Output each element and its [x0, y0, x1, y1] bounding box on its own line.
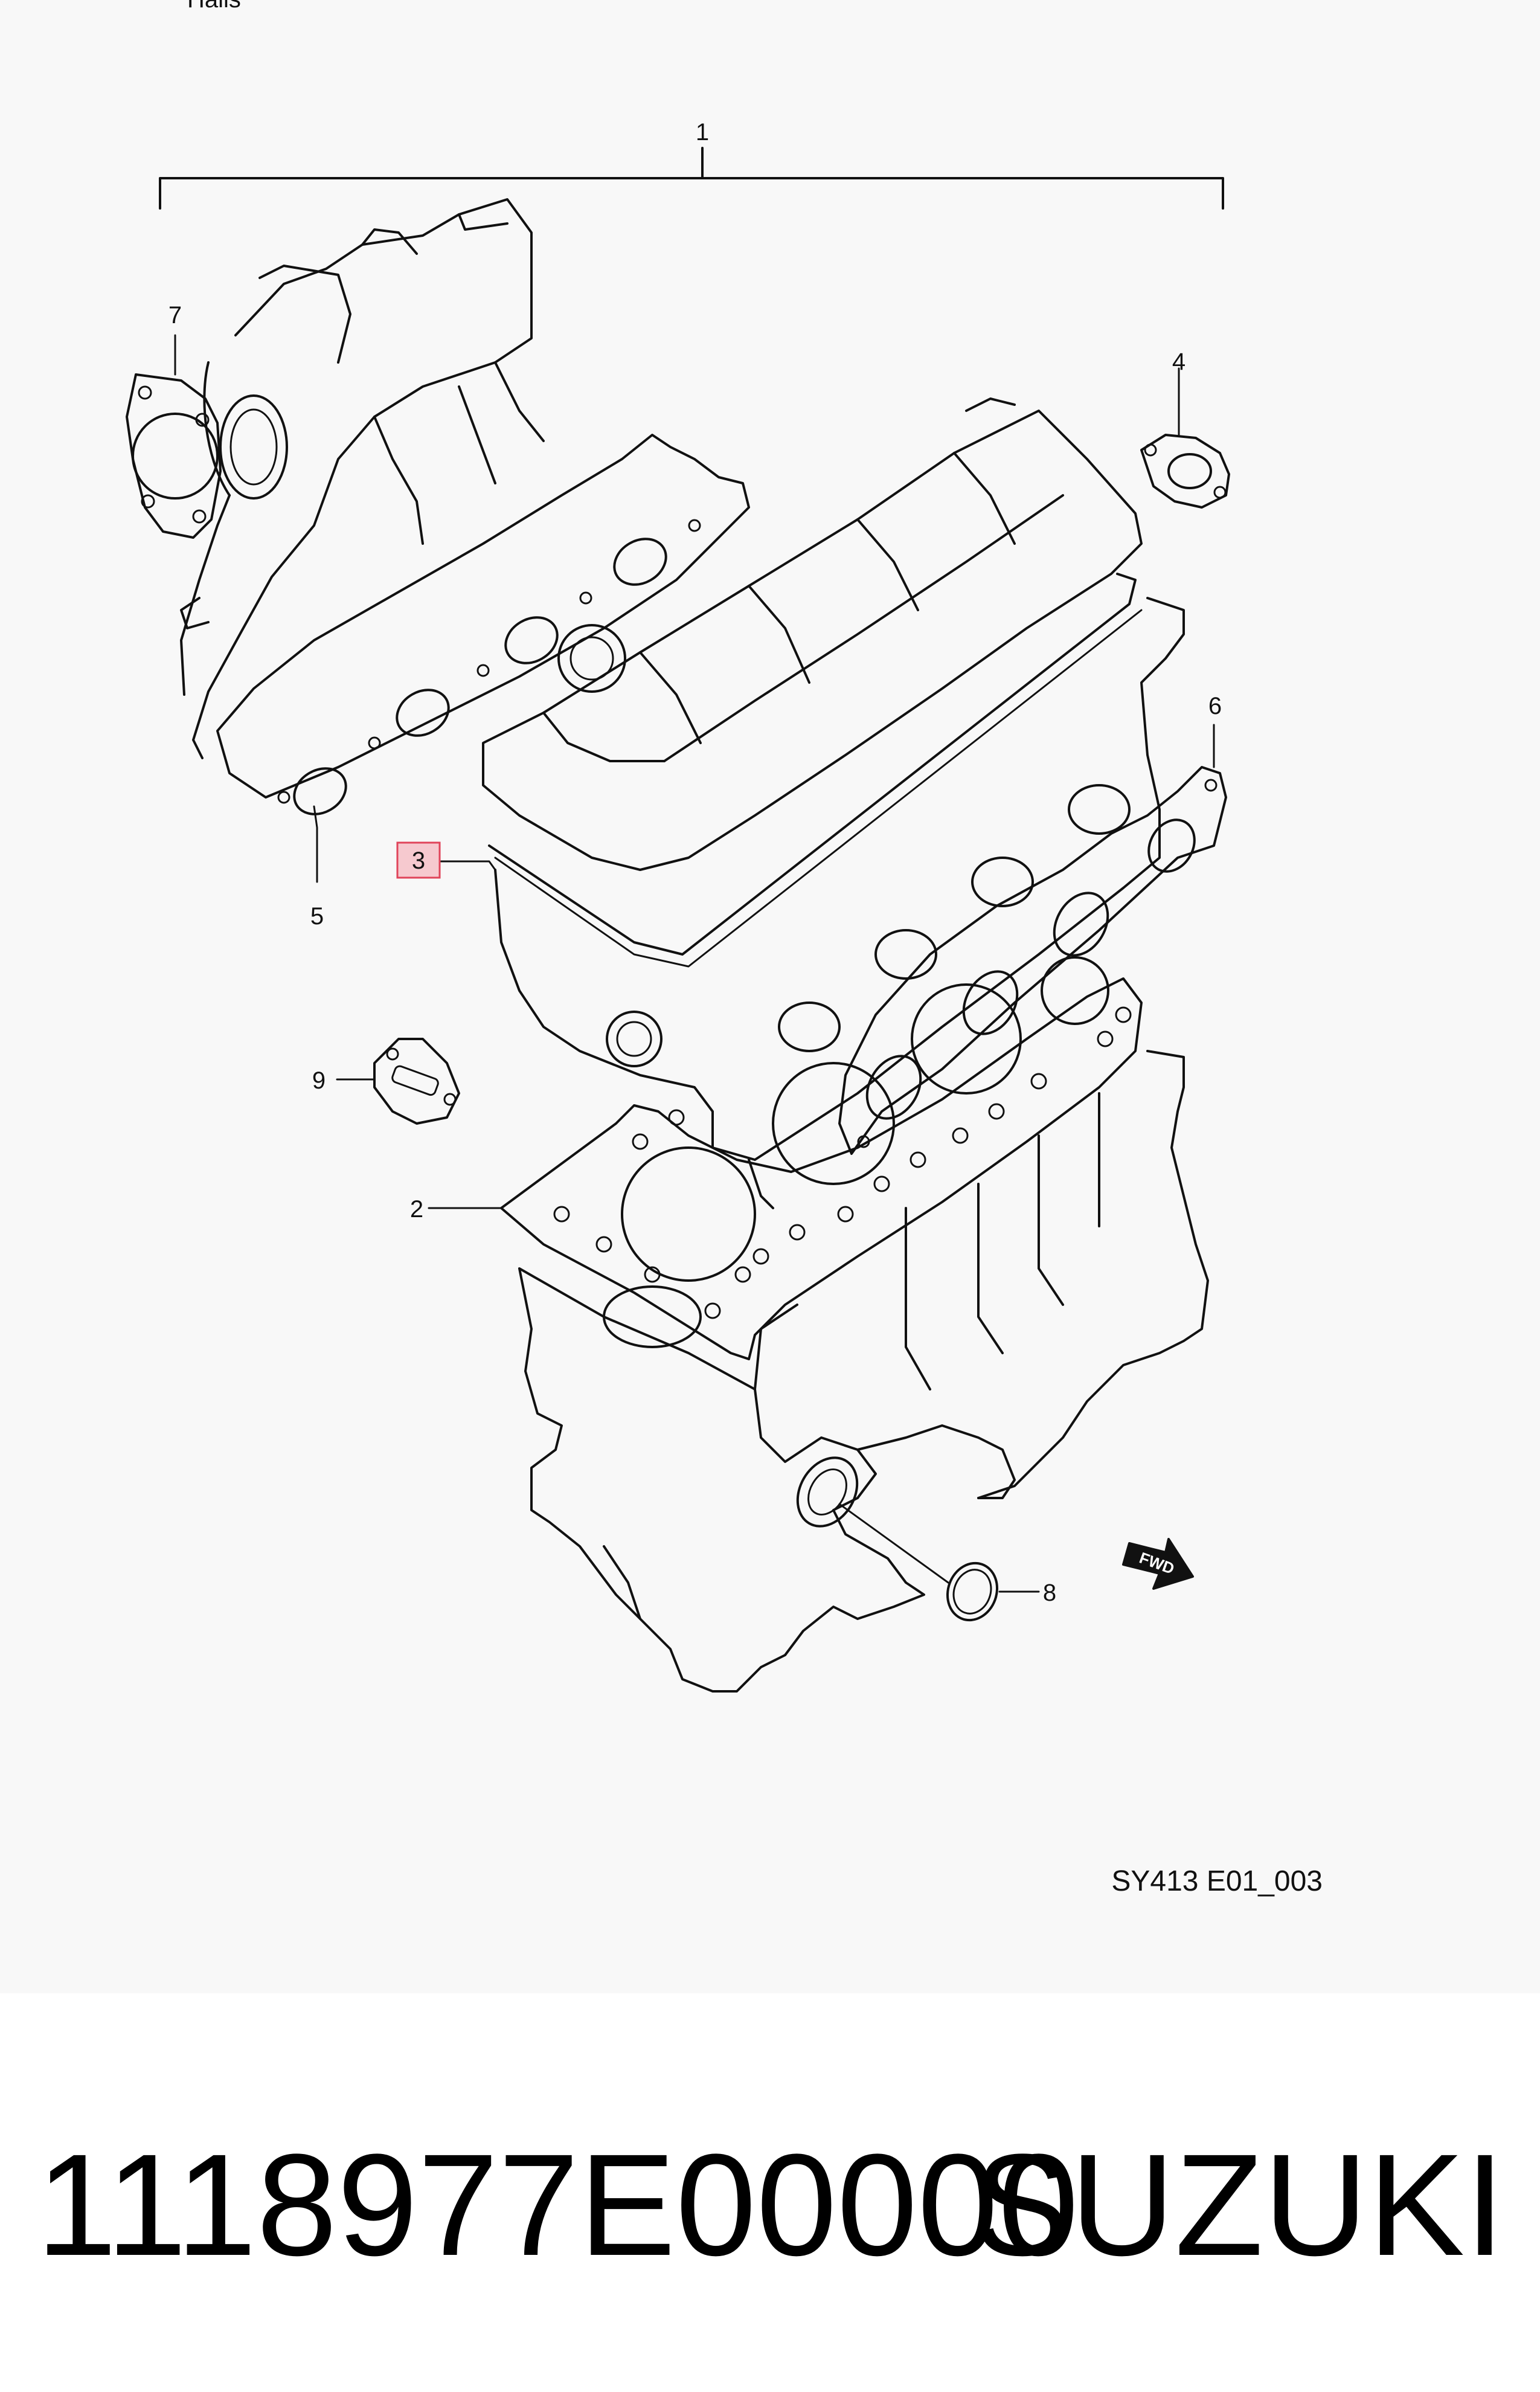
- gasket-4: [1140, 434, 1230, 509]
- footer-panel: [0, 1993, 1540, 2392]
- exploded-parts-diagram: Hails: [126, 0, 1323, 1897]
- valve-cover-gasket-3: [488, 573, 1143, 968]
- o-ring-8: [946, 1561, 999, 1622]
- kit-bracket: [159, 147, 1224, 210]
- callout-4: 4: [1172, 349, 1185, 375]
- head-gasket-2: [500, 956, 1143, 1360]
- intake-manifold-drawing: [180, 198, 545, 759]
- header-fragment: Hails: [187, 0, 241, 13]
- callout-1: 1: [696, 119, 709, 146]
- callout-2: 2: [410, 1196, 423, 1223]
- part-number: 1118977E00000: [36, 2124, 1079, 2286]
- gasket-7: [126, 373, 222, 539]
- callout-3: 3: [412, 847, 425, 874]
- callout-8: 8: [1043, 1580, 1056, 1606]
- callout-5: 5: [310, 903, 324, 930]
- gasket-6: [838, 766, 1227, 1155]
- valve-cover-drawing: [482, 397, 1143, 871]
- brand-name: SUZUKI: [973, 2124, 1505, 2286]
- fwd-arrow-icon: FWD: [1122, 1538, 1194, 1590]
- callout-9: 9: [312, 1067, 326, 1094]
- drawing-code: SY413 E01_003: [1111, 1865, 1323, 1897]
- gasket-9: [373, 1038, 460, 1125]
- gasket-5: [216, 434, 750, 815]
- callout-7: 7: [168, 302, 182, 329]
- callout-labels: 1 2 3 4 5 6 7 8 9: [168, 119, 1222, 1606]
- diagram-drawing: Hails: [126, 0, 1323, 1897]
- cylinder-block-drawing: [518, 1050, 1209, 1693]
- cylinder-head-drawing: [494, 597, 1185, 1209]
- leader-lines: [174, 334, 1215, 1593]
- callout-6: 6: [1208, 693, 1222, 719]
- callout-3-highlight: [396, 841, 441, 879]
